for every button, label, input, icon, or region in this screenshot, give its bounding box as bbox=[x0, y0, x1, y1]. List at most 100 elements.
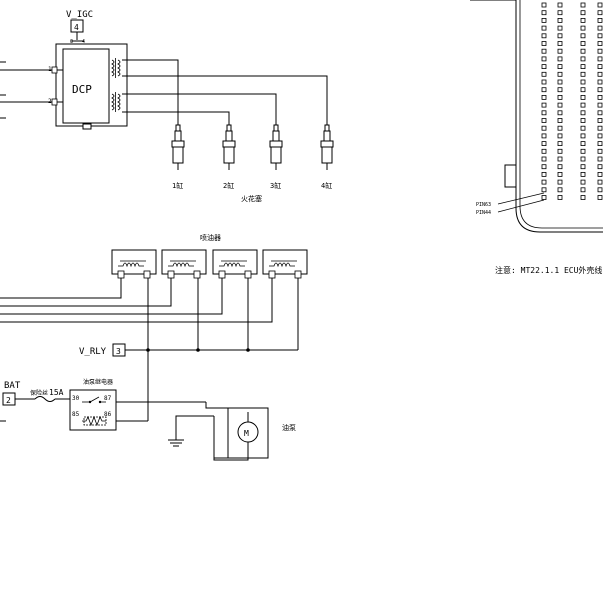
relay-pin-86: 86 bbox=[104, 411, 112, 418]
bat-label: BAT bbox=[4, 381, 21, 391]
ecu-pin bbox=[541, 148, 547, 154]
fuse-label: 保险丝 bbox=[30, 389, 48, 397]
dcp-inner-box bbox=[62, 48, 110, 124]
dcp-pin-3: 3 bbox=[70, 39, 73, 45]
ecu-pin bbox=[597, 102, 603, 108]
ecu-pin bbox=[597, 195, 603, 200]
ecu-pin bbox=[597, 118, 603, 123]
ecu-pin bbox=[557, 95, 563, 100]
ecu-pin bbox=[597, 56, 603, 62]
ecu-pin bbox=[597, 79, 603, 85]
spark-plug-2 bbox=[222, 124, 236, 170]
ecu-pin bbox=[597, 187, 603, 193]
ecu-pin bbox=[597, 71, 603, 77]
ecu-pin bbox=[580, 102, 586, 108]
ecu-pin bbox=[541, 48, 547, 54]
spark-plug-4-label: 4缸 bbox=[321, 181, 332, 190]
ecu-pin bbox=[541, 102, 547, 108]
motor-symbol: M bbox=[244, 429, 249, 438]
ecu-pin bbox=[557, 187, 563, 193]
ecu-pin bbox=[541, 133, 547, 139]
ecu-pin bbox=[541, 187, 547, 193]
spark-plug-4 bbox=[320, 124, 334, 170]
ecu-pin bbox=[541, 64, 547, 69]
ecu-pin bbox=[580, 95, 586, 100]
ecu-pin bbox=[557, 48, 563, 54]
fuel-pump: M 油泵 bbox=[168, 407, 296, 461]
ecu-pin bbox=[597, 25, 603, 31]
ecu-pin bbox=[597, 179, 603, 185]
spark-plugs: 1缸 2缸 3缸 4缸 火花塞 bbox=[171, 124, 334, 203]
ecu-pin bbox=[597, 156, 603, 162]
ecu-pin bbox=[597, 48, 603, 54]
ecu-pin bbox=[541, 118, 547, 123]
ecu-pin bbox=[557, 141, 563, 147]
relay-pin-87: 87 bbox=[104, 395, 112, 402]
ecu-pin bbox=[597, 17, 603, 23]
ecu-pin bbox=[557, 171, 563, 177]
v-rly-bus: V_RLY 3 bbox=[79, 343, 298, 422]
ecu-pin bbox=[580, 195, 586, 200]
dcp-module: V_IGC 4 3 4 DCP 1 2 bbox=[0, 10, 128, 130]
ecu-pin bbox=[541, 164, 547, 170]
ecu-pin bbox=[580, 10, 586, 16]
ecu-pin bbox=[541, 10, 547, 16]
ecu-note: 注意: MT22.1.1 ECU外壳线 bbox=[495, 265, 602, 275]
ecu-pin bbox=[597, 95, 603, 100]
ecu-pin bbox=[580, 87, 586, 93]
ecu-pin bbox=[580, 125, 586, 131]
v-igc-connector-no: 4 bbox=[74, 23, 79, 32]
ecu-pin bbox=[557, 79, 563, 85]
ecu-pin bbox=[557, 148, 563, 154]
ecu-pin bbox=[580, 187, 586, 193]
ecu-pin bbox=[541, 56, 547, 62]
fuse-symbol bbox=[34, 396, 56, 402]
ecu-pin bbox=[557, 87, 563, 93]
v-rly-label: V_RLY bbox=[79, 347, 107, 357]
ecu-pin bbox=[597, 41, 603, 46]
spark-plug-3-label: 3缸 bbox=[270, 181, 281, 190]
fuse-rating: 15A bbox=[49, 388, 64, 397]
ecu-pin bbox=[541, 2, 547, 8]
ecu-pin bbox=[597, 2, 603, 8]
ecu-pin bbox=[557, 156, 563, 162]
ecu-pin bbox=[597, 125, 603, 131]
ecu-pin bbox=[580, 179, 586, 185]
ecu-pin bbox=[541, 79, 547, 85]
ecu-pin bbox=[597, 10, 603, 16]
v-rly-connector-no: 3 bbox=[116, 347, 121, 356]
ecu-pin bbox=[580, 133, 586, 139]
injector-1 bbox=[111, 249, 157, 279]
ecu-pin-44-label: PIN44 bbox=[476, 210, 491, 216]
ecu-pin bbox=[557, 110, 563, 116]
ecu-pin bbox=[557, 33, 563, 39]
spark-plug-2-label: 2缸 bbox=[223, 181, 234, 190]
injector-3 bbox=[212, 249, 258, 279]
ecu-pin-63-label: PIN63 bbox=[476, 202, 491, 208]
ecu-pin bbox=[580, 71, 586, 77]
ecu-pin bbox=[597, 148, 603, 154]
ecu-pin bbox=[541, 156, 547, 162]
ecu-pin bbox=[580, 171, 586, 177]
ecu-pin bbox=[580, 64, 586, 69]
ecu-pin bbox=[580, 118, 586, 123]
ecu-pin bbox=[557, 179, 563, 185]
ecu-pin bbox=[557, 125, 563, 131]
relay-pin-30: 30 bbox=[72, 395, 80, 402]
ecu-pin bbox=[597, 133, 603, 139]
ecu-pin bbox=[541, 171, 547, 177]
spark-plug-3 bbox=[269, 124, 283, 170]
spark-plug-1-label: 1缸 bbox=[172, 181, 183, 190]
ecu-pin bbox=[557, 56, 563, 62]
high-tension-leads bbox=[122, 59, 328, 125]
fuel-pump-relay: 油泵继电器 30 87 85 86 bbox=[69, 378, 228, 431]
ecu-pin bbox=[597, 110, 603, 116]
ecu-pin bbox=[557, 2, 563, 8]
ecu-pin bbox=[541, 141, 547, 147]
ecu-pin bbox=[580, 110, 586, 116]
ecu-pin bbox=[557, 195, 563, 200]
battery-circuit: BAT 2 保险丝 15A bbox=[0, 381, 77, 422]
v-igc-label: V_IGC bbox=[66, 10, 93, 20]
dcp-pin-4: 4 bbox=[82, 39, 85, 45]
